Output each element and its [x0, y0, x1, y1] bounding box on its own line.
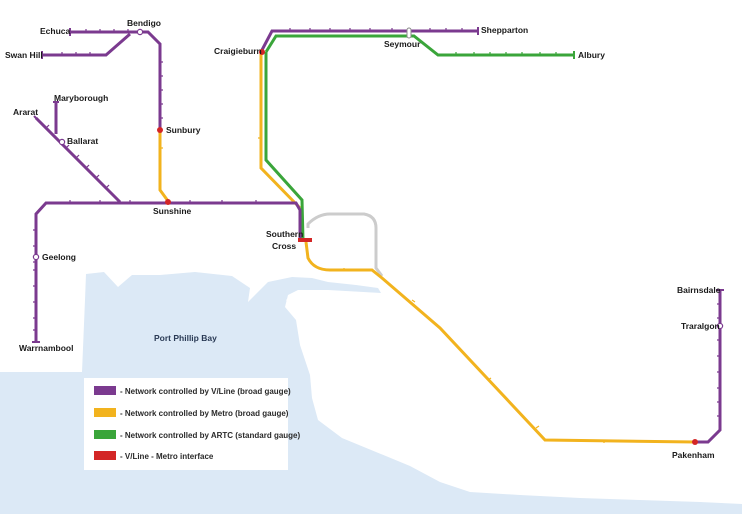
station-southern-cross-line2: Cross — [272, 241, 296, 251]
artc-line — [264, 34, 574, 241]
vline-ararat-line — [34, 116, 122, 204]
station-ballarat: Ballarat — [67, 136, 98, 146]
vline-swanhill-line — [42, 32, 131, 57]
metro-ticks — [160, 137, 605, 443]
water-label: Port Phillip Bay — [154, 333, 217, 343]
station-sunbury: Sunbury — [166, 125, 201, 135]
vline-ticks — [33, 28, 720, 417]
vline-lines — [34, 29, 722, 444]
vline-western-trunk — [34, 201, 302, 342]
metro-craigieburn-line — [259, 52, 302, 210]
station-swan-hill: Swan Hill — [5, 50, 43, 60]
sunbury-interface — [157, 127, 163, 133]
metro-sunbury-line — [158, 130, 170, 202]
traralgon-marker — [716, 322, 724, 330]
station-albury: Albury — [578, 50, 605, 60]
station-southern-cross-line1: Southern — [266, 229, 303, 239]
station-bendigo: Bendigo — [127, 18, 161, 28]
station-craigieburn: Craigieburn — [214, 46, 262, 56]
southern-cross-interface — [298, 238, 312, 242]
station-warrnambool: Warrnambool — [19, 343, 73, 353]
interface-markers — [157, 49, 698, 445]
station-geelong: Geelong — [42, 252, 76, 262]
artc-ticks — [455, 52, 557, 55]
legend-swatch-artc — [94, 430, 116, 439]
metro-lines — [158, 52, 696, 444]
vline-bendigo-line — [140, 30, 162, 130]
city-loop-line — [306, 212, 384, 277]
ballarat-marker — [58, 138, 66, 146]
metro-pakenham-line — [304, 241, 696, 444]
line-end-caps — [32, 27, 724, 343]
legend: - Network controlled by V/Line (broad ga… — [94, 386, 300, 461]
seymour-marker — [406, 27, 412, 39]
station-seymour: Seymour — [384, 39, 421, 49]
legend-swatch-metro — [94, 408, 116, 417]
station-shepparton: Shepparton — [481, 25, 528, 35]
station-echuca: Echuca — [40, 26, 71, 36]
legend-text-metro: - Network controlled by Metro (broad gau… — [120, 409, 289, 418]
vline-seymour-line — [260, 29, 478, 51]
station-sunshine: Sunshine — [153, 206, 192, 216]
legend-swatch-interface — [94, 451, 116, 460]
pakenham-interface — [692, 439, 698, 445]
bay-inlet-white — [286, 292, 322, 318]
legend-text-vline: - Network controlled by V/Line (broad ga… — [120, 387, 291, 396]
geelong-marker — [32, 253, 40, 261]
legend-swatch-vline — [94, 386, 116, 395]
station-bairnsdale: Bairnsdale — [677, 285, 721, 295]
bendigo-marker — [136, 28, 144, 36]
legend-text-artc: - Network controlled by ARTC (standard g… — [120, 431, 300, 440]
station-traralgon: Traralgon — [681, 321, 720, 331]
vline-gippsland-line — [695, 290, 722, 444]
station-ararat: Ararat — [13, 107, 38, 117]
craigieburn-interface — [259, 49, 265, 55]
station-maryborough: Maryborough — [54, 93, 108, 103]
station-pakenham: Pakenham — [672, 450, 715, 460]
legend-text-interface: - V/Line - Metro interface — [120, 452, 214, 461]
sunshine-interface — [165, 199, 171, 205]
legend-box — [84, 378, 288, 470]
